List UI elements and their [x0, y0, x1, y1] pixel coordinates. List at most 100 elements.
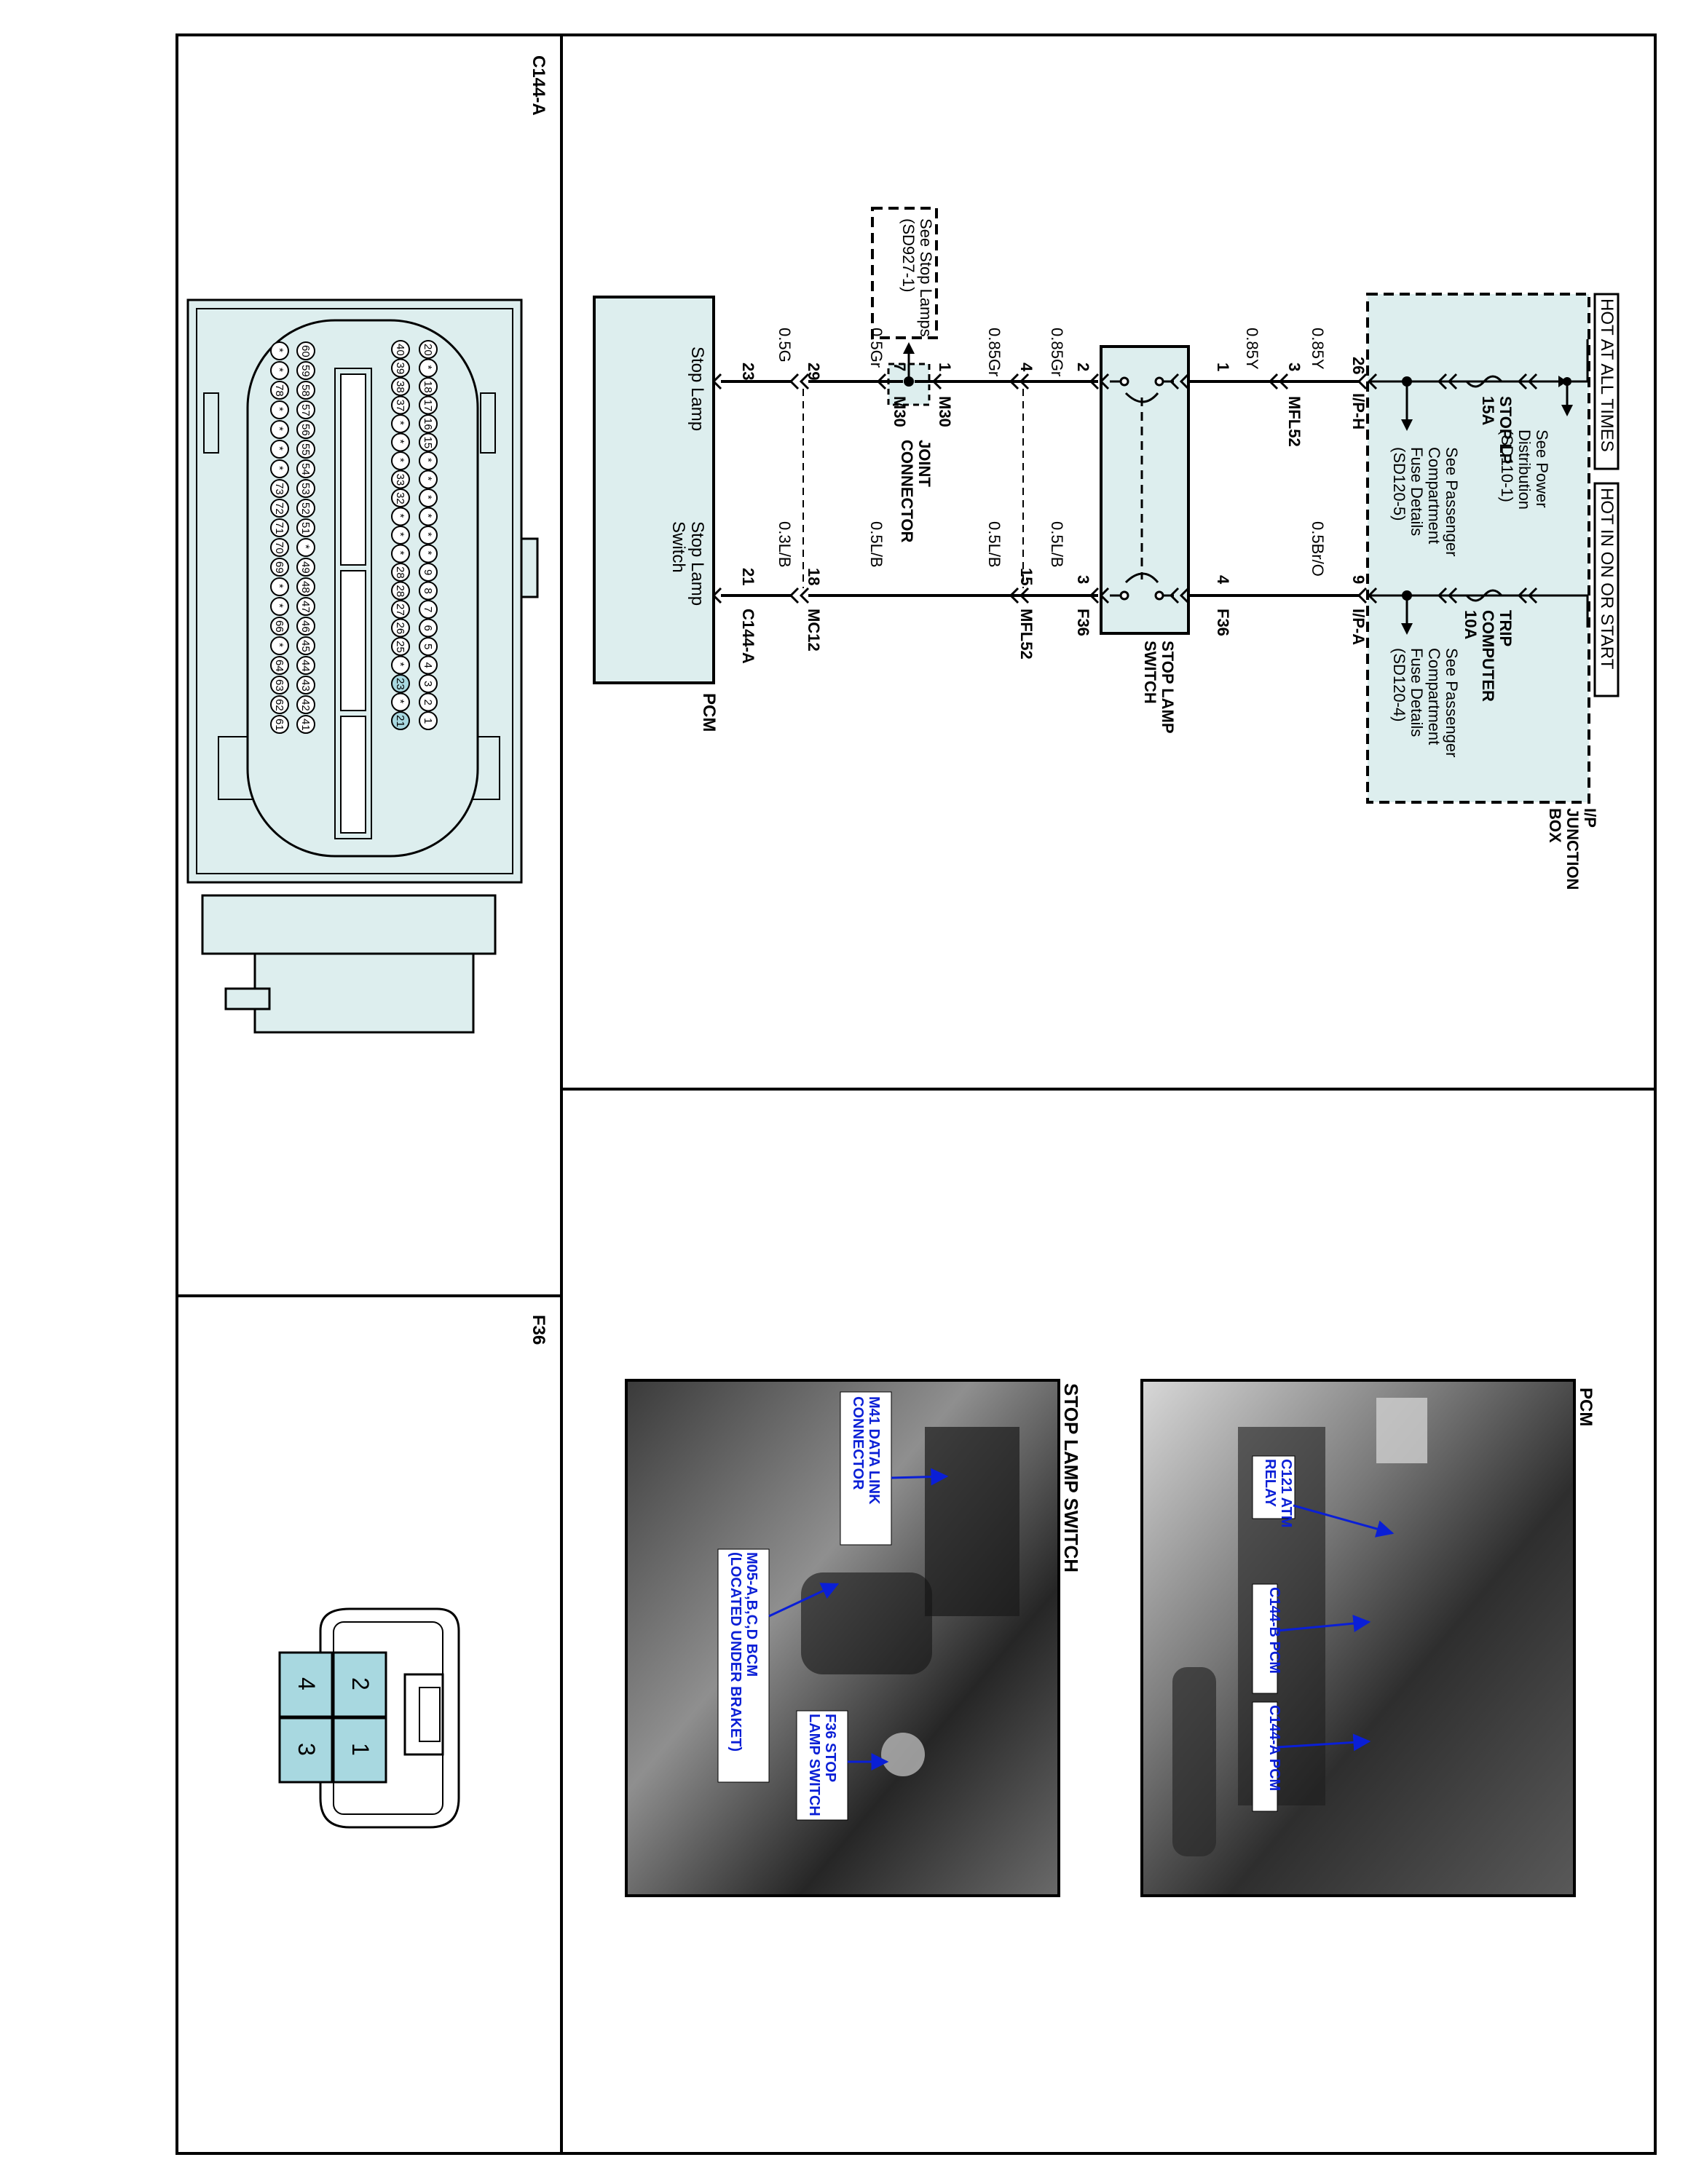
- c144a-pin-label: 66: [273, 620, 285, 633]
- pin-26: 26: [1349, 357, 1368, 374]
- f36-pin: [332, 1717, 387, 1784]
- pin-3-mfl52: 3: [1285, 363, 1304, 371]
- c144a-pin: [296, 676, 315, 695]
- callout-m05-bcm: M05-A,B,C,D BCM (LOCATED UNDER BRAKET): [727, 1552, 760, 1752]
- mc12-label: MC12: [805, 609, 823, 652]
- wire-05bro: 0.5Br/O: [1309, 521, 1327, 577]
- c144a-pin: [391, 563, 410, 582]
- c144a-pin-label: 28: [394, 585, 406, 598]
- c144a-pin-label: 42: [299, 699, 312, 711]
- svg-text:I/P: I/P: [1581, 808, 1599, 828]
- c144a-pin-label: 20: [422, 344, 434, 356]
- frame-label-f36: F36: [529, 1315, 548, 1345]
- f36-pin: [278, 1717, 334, 1784]
- c144a-pin: [419, 674, 438, 693]
- svg-text:Compartment: Compartment: [1425, 648, 1443, 745]
- svg-text:10A: 10A: [1462, 610, 1480, 639]
- c144a-pin: [270, 518, 289, 537]
- c144a-pin: [270, 361, 289, 380]
- c144a-pin: [391, 581, 410, 601]
- c144a-pin: [296, 440, 315, 459]
- c144a-pin-label: 23: [394, 678, 406, 690]
- f36-label-a: F36: [1214, 609, 1232, 636]
- c144a-pin: [296, 636, 315, 655]
- c144a-pin-label: 55: [299, 443, 312, 456]
- c144a-pin: [419, 395, 438, 415]
- c144a-pin-label: 37: [394, 400, 406, 412]
- c144a-pin: [419, 377, 438, 396]
- c144a-pin: [296, 381, 315, 400]
- svg-text:COMPUTER: COMPUTER: [1479, 610, 1497, 702]
- pcm-box: [593, 296, 715, 684]
- wire-05gr: 0.5Gr: [867, 328, 886, 368]
- wire-05lb-a: 0.5L/B: [1048, 521, 1066, 568]
- svg-text:M41 DATA LINK: M41 DATA LINK: [866, 1396, 882, 1505]
- c144a-pin-label: 64: [273, 660, 285, 672]
- photo-stop-lamp-switch: STOP LAMP SWITCH M41 DATA LINK CONNECTOR…: [625, 1379, 1082, 1897]
- svg-text:STOP LAMP: STOP LAMP: [1159, 641, 1177, 734]
- c144a-pin: [419, 581, 438, 601]
- c144a-pin: [270, 715, 289, 734]
- c144a-pin: [270, 656, 289, 675]
- c144a-pin-label: 71: [273, 522, 285, 534]
- c144a-pin: [391, 618, 410, 638]
- c144a-pin-label: 8: [422, 588, 434, 594]
- wire-085y-b: 0.85Y: [1243, 328, 1261, 370]
- svg-text:M05-A,B,C,D BCM: M05-A,B,C,D BCM: [744, 1552, 760, 1677]
- svg-text:C121 ATM: C121 ATM: [1278, 1459, 1294, 1527]
- see-passenger-left: See Passenger Compartment Fuse Details (…: [1390, 447, 1461, 556]
- c144a-pin: [296, 499, 315, 518]
- pin-4-mfl52: 4: [1017, 363, 1036, 372]
- c144a-pin-label: 17: [422, 400, 434, 412]
- c144a-pin-label: 26: [394, 622, 406, 635]
- stop-lamp-label: Stop Lamp: [687, 347, 707, 431]
- c144a-pin: [270, 695, 289, 714]
- hot-in-on-or-start-label: HOT IN ON OR START: [1597, 488, 1617, 670]
- svg-text:See Stop Lamps: See Stop Lamps: [917, 218, 935, 337]
- c144a-pin-label: 15: [422, 437, 434, 449]
- c144a-pin-label: 62: [273, 699, 285, 711]
- c144a-pin-label: 5: [422, 644, 434, 649]
- see-power-distribution: See Power Distribution (SD110-1): [1498, 430, 1551, 510]
- c144a-pin-label: 6: [422, 625, 434, 631]
- f36-pin: [278, 1651, 334, 1718]
- c144a-pin-label: *: [299, 545, 312, 549]
- c144a-pin: [419, 414, 438, 433]
- c144a-pin: [391, 507, 410, 526]
- pin-1-m30: 1: [936, 363, 954, 371]
- c144a-pin-label: *: [273, 348, 285, 352]
- photo-pcm: PCM C121 ATM RELAY C144-B PCM C144-A PCM: [1140, 1379, 1596, 1897]
- pin-23: 23: [739, 363, 757, 380]
- c144a-pin: [270, 577, 289, 596]
- svg-text:Stop Lamp: Stop Lamp: [687, 521, 707, 606]
- c144a-pin-label: 27: [394, 604, 406, 616]
- c144a-pin-label: *: [273, 643, 285, 647]
- c144a-pin-label: 28: [394, 566, 406, 579]
- callout-c144a-pcm: C144-A PCM: [1266, 1705, 1282, 1791]
- joint-connector-label: JOINT CONNECTOR: [898, 440, 934, 542]
- c144a-pin-label: *: [394, 458, 406, 462]
- pin-1-switch: 1: [1214, 363, 1232, 371]
- c144a-pin: [419, 692, 438, 712]
- svg-text:(SD110-1): (SD110-1): [1498, 430, 1516, 502]
- ip-junction-box: [1366, 293, 1590, 804]
- c144a-pin: [270, 676, 289, 695]
- c144a-pin-label: *: [273, 466, 285, 470]
- f36-pin-label: 3: [293, 1743, 320, 1756]
- fuse-trip-computer: TRIP COMPUTER 10A: [1462, 610, 1515, 702]
- svg-text:F36: F36: [529, 1315, 548, 1345]
- c144a-pin-label: 63: [273, 679, 285, 692]
- hot-at-all-times-box: [1593, 293, 1620, 470]
- svg-text:C144-A: C144-A: [529, 55, 548, 116]
- c144a-pin-label: *: [422, 551, 434, 555]
- frame-label-c144a: C144-A: [529, 55, 548, 116]
- c144a-pin-label: 32: [394, 492, 406, 505]
- svg-text:JOINT: JOINT: [915, 440, 934, 487]
- c144a-pin-label: *: [273, 446, 285, 451]
- callout-c121-atm-relay: C121 ATM RELAY: [1262, 1459, 1294, 1527]
- svg-text:See Passenger: See Passenger: [1443, 447, 1461, 556]
- svg-text:(SD120-4): (SD120-4): [1390, 648, 1408, 721]
- svg-text:(SD927-1): (SD927-1): [899, 218, 918, 292]
- c144a-pin: [391, 451, 410, 470]
- c144a-pin: [419, 618, 438, 638]
